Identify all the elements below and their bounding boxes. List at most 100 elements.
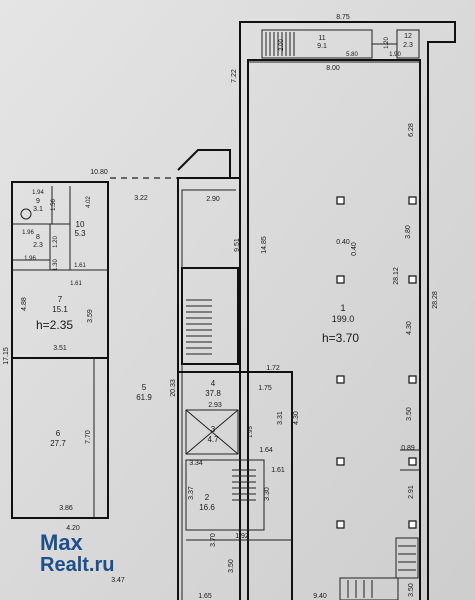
room-7-height: h=2.35 xyxy=(36,318,73,332)
pillar xyxy=(336,196,345,205)
dim-label: 3.70 xyxy=(210,533,217,547)
room-2-outline xyxy=(185,459,265,531)
dim-label: 1.95 xyxy=(248,426,254,438)
room-12-number: 12 xyxy=(404,33,412,40)
corridor-left-wall xyxy=(177,177,240,600)
watermark-realt: Realt.ru xyxy=(40,554,114,576)
dim-label: 2.90 xyxy=(206,196,220,203)
room-1-area: 199.0 xyxy=(332,314,355,324)
dim-label: 1.20 xyxy=(53,236,59,248)
dim-label: 20.33 xyxy=(170,379,177,397)
pillar xyxy=(408,375,417,384)
dim-label: 3.47 xyxy=(111,577,125,584)
room-12-area: 2.3 xyxy=(403,42,413,49)
room-1-number: 1 xyxy=(340,303,345,313)
dim-label: 3.30 xyxy=(264,487,271,501)
watermark: Max Realt.ru xyxy=(40,530,114,576)
room-6-area: 27.7 xyxy=(50,439,66,448)
pillar xyxy=(336,520,345,529)
room-10-number: 10 xyxy=(76,220,85,229)
dim-label: 9.51 xyxy=(234,238,241,252)
hall-inner-wall xyxy=(247,59,421,600)
dim-label: 7.22 xyxy=(231,69,238,83)
dim-label: 3.34 xyxy=(189,460,203,467)
left-block xyxy=(11,181,109,519)
dim-label: 1.96 xyxy=(24,256,36,262)
dim-label: 14.85 xyxy=(261,236,268,254)
dim-label: 1.65 xyxy=(198,593,212,600)
dim-label: 1.61 xyxy=(271,467,285,474)
dim-label: 0.40 xyxy=(351,242,358,256)
room-4-area: 37.8 xyxy=(205,389,221,398)
dim-label: 4.02 xyxy=(86,196,92,208)
room-2-area: 16.6 xyxy=(199,503,215,512)
room-5-number: 5 xyxy=(142,383,147,392)
dim-label: 2.00 xyxy=(279,39,285,51)
room-4-outer xyxy=(178,371,293,600)
watermark-max: Max xyxy=(40,530,84,555)
central-walls xyxy=(177,149,293,600)
room-2-number: 2 xyxy=(205,493,210,502)
room-3-number: 3 xyxy=(211,425,216,434)
dim-label: 3.37 xyxy=(188,486,195,500)
room-10-area: 5.3 xyxy=(74,229,86,238)
pillar xyxy=(408,275,417,284)
dim-label: 1.92 xyxy=(235,533,249,540)
dim-label: 3.31 xyxy=(277,411,284,425)
dim-label: 9.40 xyxy=(313,593,327,600)
pillar xyxy=(336,375,345,384)
room-6-number: 6 xyxy=(56,429,61,438)
dim-label: 1.75 xyxy=(258,385,272,392)
room-9-area: 3.1 xyxy=(33,206,43,213)
room-3-area: 4.7 xyxy=(207,435,219,444)
dim-label: 1.30 xyxy=(53,259,59,271)
right-stair xyxy=(395,537,419,579)
corridor-entry-wall xyxy=(177,149,231,178)
room-3-outline xyxy=(185,409,239,455)
dim-label: 1.56 xyxy=(51,199,57,211)
dim-label: 3.50 xyxy=(228,559,235,573)
dim-label: 1.61 xyxy=(74,263,86,269)
top-strip xyxy=(261,29,420,59)
dim-label: 6.28 xyxy=(408,123,415,137)
room-4-number: 4 xyxy=(211,379,216,388)
dim-label: 1.64 xyxy=(259,447,273,454)
dim-label: 1.96 xyxy=(22,230,34,236)
dim-label: 7.70 xyxy=(85,430,92,444)
dim-label: 3.51 xyxy=(53,345,67,352)
dim-label: 2.93 xyxy=(208,402,222,409)
dim-label: 3.86 xyxy=(59,505,73,512)
pillars xyxy=(336,196,417,529)
dim-label: 3.80 xyxy=(405,225,412,239)
dim-label: 3.50 xyxy=(408,583,415,597)
pillar xyxy=(408,520,417,529)
dim-label: 1.61 xyxy=(70,281,82,287)
pillar xyxy=(408,196,417,205)
hall-outer-wall xyxy=(239,21,456,600)
room-7-area: 15.1 xyxy=(52,305,68,314)
main-hall-walls xyxy=(110,21,456,600)
room-11-area: 9.1 xyxy=(317,43,327,50)
room-1-height: h=3.70 xyxy=(322,331,359,345)
upper-stair-hatch xyxy=(186,299,212,355)
room-8-number: 8 xyxy=(36,234,40,241)
dim-label: 0.89 xyxy=(401,445,415,452)
dim-label: 2.91 xyxy=(408,485,415,499)
toilet-icon xyxy=(20,208,32,220)
dim-label: 1.90 xyxy=(389,52,401,58)
dim-label: 3.59 xyxy=(87,309,94,323)
dim-label: 3.50 xyxy=(406,407,413,421)
dim-label: 3.22 xyxy=(134,195,148,202)
dim-label: 8.00 xyxy=(326,65,340,72)
left-block-outer xyxy=(11,181,109,519)
room-5-area: 61.9 xyxy=(136,393,152,402)
top-stair-hatch xyxy=(265,32,295,56)
dim-label: 28.12 xyxy=(393,267,400,285)
dim-label: 8.75 xyxy=(336,14,350,21)
pillar xyxy=(336,457,345,466)
dim-label: 1.94 xyxy=(32,190,44,196)
dim-label: 4.30 xyxy=(293,411,300,425)
dim-label: 1.20 xyxy=(384,37,390,49)
